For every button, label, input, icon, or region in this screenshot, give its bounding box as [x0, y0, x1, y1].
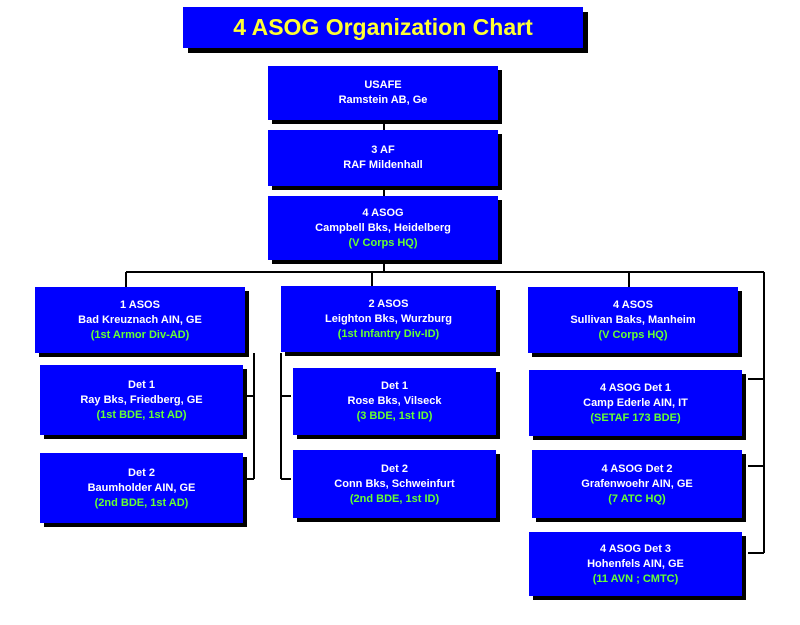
node-name: 3 AF: [371, 144, 395, 156]
node-name: 4 ASOG Det 1: [599, 381, 672, 394]
node-location: Leighton Bks, Wurzburg: [325, 312, 452, 325]
node-unit: (1st Infantry Div-ID): [337, 327, 440, 340]
node-2asos-det2: Det 2 Conn Bks, Schweinfurt (2nd BDE, 1s…: [293, 450, 496, 518]
node-unit: (2nd BDE, 1st ID): [349, 492, 440, 505]
node-name: Det 2: [381, 462, 408, 475]
node-3af: 3 AF RAF Mildenhall: [268, 130, 498, 186]
node-location: Grafenwoehr AIN, GE: [581, 477, 693, 490]
node-unit: (3 BDE, 1st ID): [356, 410, 433, 422]
node-2asos-det1: Det 1 Rose Bks, Vilseck (3 BDE, 1st ID): [293, 368, 496, 435]
node-4asog: 4 ASOG Campbell Bks, Heidelberg (V Corps…: [268, 196, 498, 260]
node-location: Baumholder AIN, GE: [87, 481, 196, 494]
node-location: Conn Bks, Schweinfurt: [334, 477, 455, 490]
node-unit: (SETAF 173 BDE): [590, 411, 681, 424]
node-4asog-det2: 4 ASOG Det 2 Grafenwoehr AIN, GE (7 ATC …: [532, 450, 742, 518]
node-name: Det 1: [381, 380, 408, 392]
node-4asog-det1: 4 ASOG Det 1 Camp Ederle AIN, IT (SETAF …: [529, 370, 742, 436]
node-1asos: 1 ASOS Bad Kreuznach AIN, GE (1st Armor …: [35, 287, 245, 353]
node-4asos: 4 ASOS Sullivan Baks, Manheim (V Corps H…: [528, 287, 738, 353]
node-4asog-det3: 4 ASOG Det 3 Hohenfels AIN, GE (11 AVN ;…: [529, 532, 742, 596]
node-name: 4 ASOG Det 2: [601, 462, 673, 475]
node-unit: (2nd BDE, 1st AD): [94, 496, 189, 509]
node-name: Det 1: [128, 378, 155, 391]
node-name: USAFE: [364, 79, 402, 91]
node-location: Rose Bks, Vilseck: [347, 395, 442, 407]
node-usafe: USAFE Ramstein AB, Ge: [268, 66, 498, 120]
node-name: 2 ASOS: [368, 297, 409, 310]
node-unit: (V Corps HQ): [348, 236, 418, 249]
node-unit: (1st Armor Div-AD): [90, 328, 190, 341]
node-unit: (11 AVN ; CMTC): [592, 572, 679, 585]
node-location: Sullivan Baks, Manheim: [570, 313, 696, 326]
node-location: Camp Ederle AIN, IT: [583, 396, 688, 409]
node-location: RAF Mildenhall: [343, 159, 423, 171]
node-location: Ray Bks, Friedberg, GE: [80, 393, 203, 406]
node-location: Ramstein AB, Ge: [338, 94, 428, 106]
node-name: 4 ASOS: [613, 298, 653, 311]
node-name: Det 2: [128, 466, 155, 479]
node-unit: (V Corps HQ): [598, 328, 668, 341]
node-name: 4 ASOG: [362, 206, 404, 219]
node-unit: (1st BDE, 1st AD): [96, 408, 187, 421]
node-location: Hohenfels AIN, GE: [587, 557, 684, 570]
node-1asos-det2: Det 2 Baumholder AIN, GE (2nd BDE, 1st A…: [40, 453, 243, 523]
node-unit: (7 ATC HQ): [608, 492, 666, 505]
chart-title: 4 ASOG Organization Chart: [183, 7, 583, 48]
node-1asos-det1: Det 1 Ray Bks, Friedberg, GE (1st BDE, 1…: [40, 365, 243, 435]
node-location: Bad Kreuznach AIN, GE: [78, 313, 202, 326]
node-2asos: 2 ASOS Leighton Bks, Wurzburg (1st Infan…: [281, 286, 496, 352]
node-name: 4 ASOG Det 3: [599, 542, 672, 555]
node-location: Campbell Bks, Heidelberg: [315, 221, 451, 234]
node-name: 1 ASOS: [120, 298, 160, 311]
